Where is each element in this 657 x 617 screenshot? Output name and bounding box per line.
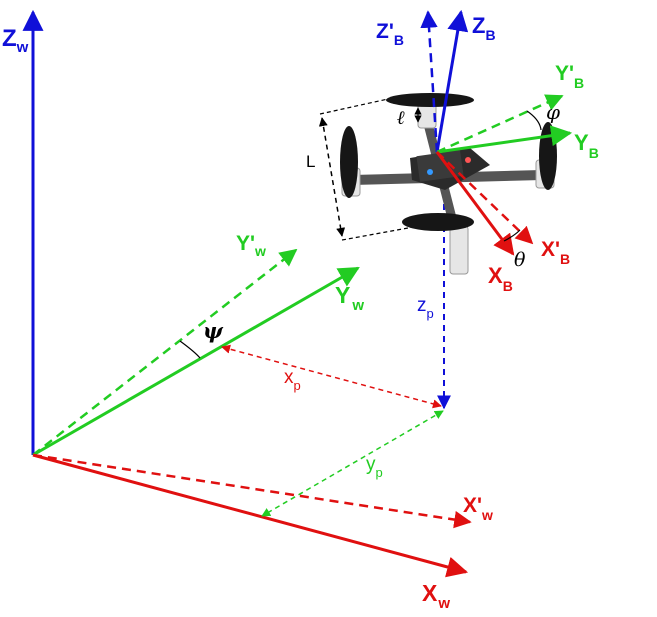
world-x-prime-label: X'w [463,494,493,523]
quadrotor-illustration [340,93,557,275]
zp-label: zp [417,295,434,321]
body-z-label: ZB [472,13,496,43]
yp-dashed-line [261,410,444,517]
arm-length-dim-top [319,98,389,115]
world-y-prime-axis [32,248,298,456]
world-y-axis [32,266,360,457]
body-x-axis [435,151,515,256]
psi-angle-arc [179,340,201,359]
arm-length-dim-bottom [341,227,409,241]
body-z-axis [435,9,469,153]
body-x-label: XB [488,263,513,294]
arm-length-dim-arrow [318,117,346,237]
body-y-axis [436,125,573,154]
arm-length-label: L [306,152,315,171]
world-x-label: Xw [422,580,450,612]
body-y-prime-axis [436,94,564,154]
world-y-prime-label: Y'w [236,232,266,259]
phi-label: φ [546,100,560,124]
theta-label: θ [514,249,526,271]
xp-label: xp [284,367,301,393]
phi-angle-arc [526,110,542,131]
world-x-prime-axis [32,453,472,529]
body-z-prime-axis [420,10,439,153]
body-z-prime-label: Z'B [376,20,404,48]
body-x-prime-axis [436,151,534,245]
psi-label: ψ [203,318,224,343]
body-y-label: YB [574,130,599,161]
world-x-axis [32,453,469,578]
body-y-prime-label: Y'B [555,62,584,91]
body-x-prime-label: X'B [541,238,570,267]
yp-label: yp [366,454,383,480]
world-z-label: Zw [2,25,29,56]
xp-dashed-line [221,344,442,409]
theta-angle-arc [503,229,521,242]
prop-offset-label: ℓ [397,107,405,129]
